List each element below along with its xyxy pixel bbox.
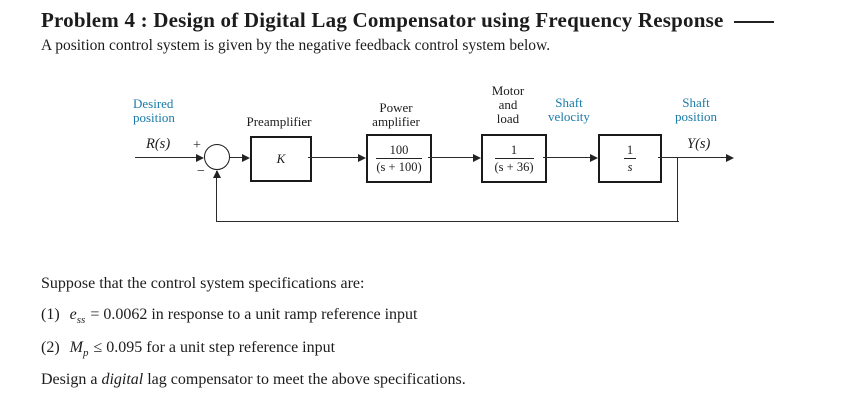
plus-sign: +	[193, 138, 201, 153]
label-shaft-position-line2: position	[675, 109, 717, 124]
line-sum-to-preamp	[230, 157, 242, 159]
power-amplifier-numerator: 100	[376, 143, 422, 159]
label-motor-line1: Motor	[491, 83, 525, 98]
integrator-denominator: s	[627, 160, 633, 174]
label-shaft-position-line1: Shaft	[682, 95, 710, 110]
spec-item-2-number: (2)	[41, 339, 60, 356]
power-amplifier-tf: 100 (s + 100)	[376, 143, 422, 175]
intro-text: A position control system is given by th…	[41, 37, 551, 54]
motor-load-denominator: (s + 36)	[494, 160, 534, 174]
spec-item-1-subscript: ss	[76, 314, 86, 327]
label-desired-position: Desired position	[133, 97, 175, 125]
integrator-tf: 1 s	[623, 143, 637, 175]
block-integrator: 1 s	[598, 134, 662, 183]
closing-pre: Design a	[41, 371, 98, 388]
summing-junction	[204, 144, 230, 170]
title-fill-line	[733, 21, 774, 23]
label-power-amplifier: Power amplifier	[346, 101, 446, 129]
spec-item-2-subscript: p	[82, 347, 89, 360]
label-shaft-velocity: Shaft velocity	[524, 96, 614, 124]
output-signal-label: Y(s)	[687, 136, 711, 152]
closing-italic-word: digital	[101, 371, 144, 388]
label-motor-line3: load	[496, 111, 520, 126]
label-desired-line2: position	[133, 110, 175, 125]
arrow-into-sum	[196, 154, 204, 162]
line-preamp-to-power	[308, 157, 358, 159]
line-motor-to-integrator	[543, 157, 590, 159]
arrow-into-sum-feedback	[213, 170, 221, 178]
spec-item-2-variable: M	[69, 339, 83, 356]
line-output	[658, 157, 726, 159]
arrow-into-preamp	[242, 154, 250, 162]
spec-item-1-text: = 0.0062 in response to a unit ramp refe…	[90, 306, 418, 323]
label-motor-load: Motor and load	[468, 84, 548, 126]
arrow-into-motor	[473, 154, 481, 162]
block-motor-load: 1 (s + 36)	[481, 134, 547, 183]
arrow-into-integrator	[590, 154, 598, 162]
specs-intro: Suppose that the control system specific…	[41, 275, 365, 292]
line-input	[135, 157, 196, 159]
label-power-line1: Power	[379, 100, 413, 115]
motor-load-numerator: 1	[494, 143, 534, 159]
label-power-line2: amplifier	[372, 114, 420, 129]
spec-item-2: (2) Mp ≤ 0.095 for a unit step reference i…	[41, 339, 335, 359]
line-feedback-up	[216, 171, 218, 222]
closing-instruction: Design a digital lag compensator to meet…	[41, 371, 466, 389]
motor-load-tf: 1 (s + 36)	[494, 143, 534, 175]
label-shaft-velocity-line2: velocity	[548, 109, 590, 124]
page-title: Problem 4 : Design of Digital Lag Compen…	[41, 8, 724, 32]
header: Problem 4 : Design of Digital Lag Compen…	[41, 8, 774, 33]
block-preamplifier-gain: K	[276, 151, 286, 166]
integrator-numerator: 1	[623, 143, 637, 159]
block-power-amplifier: 100 (s + 100)	[366, 134, 432, 183]
label-shaft-velocity-line1: Shaft	[555, 95, 583, 110]
spec-item-1-number: (1)	[41, 306, 60, 323]
power-amplifier-denominator: (s + 100)	[376, 160, 422, 174]
label-preamplifier-text: Preamplifier	[246, 114, 312, 129]
line-takeoff-down	[677, 158, 679, 222]
arrow-output	[726, 154, 734, 162]
minus-sign: −	[197, 164, 205, 179]
label-desired-line1: Desired	[133, 96, 174, 111]
label-motor-line2: and	[498, 97, 518, 112]
spec-item-1-variable: e	[69, 306, 77, 323]
input-signal-label: R(s)	[146, 136, 171, 152]
spec-item-2-text: ≤ 0.095 for a unit step reference input	[93, 339, 336, 356]
block-preamplifier: K	[250, 136, 312, 182]
label-preamplifier: Preamplifier	[219, 115, 339, 129]
arrow-into-power	[358, 154, 366, 162]
line-power-to-motor	[428, 157, 473, 159]
closing-post: lag compensator to meet the above specif…	[147, 371, 466, 388]
spec-item-1: (1) ess = 0.0062 in response to a unit ram…	[41, 306, 417, 326]
line-feedback	[217, 221, 679, 223]
label-shaft-position: Shaft position	[651, 96, 741, 124]
